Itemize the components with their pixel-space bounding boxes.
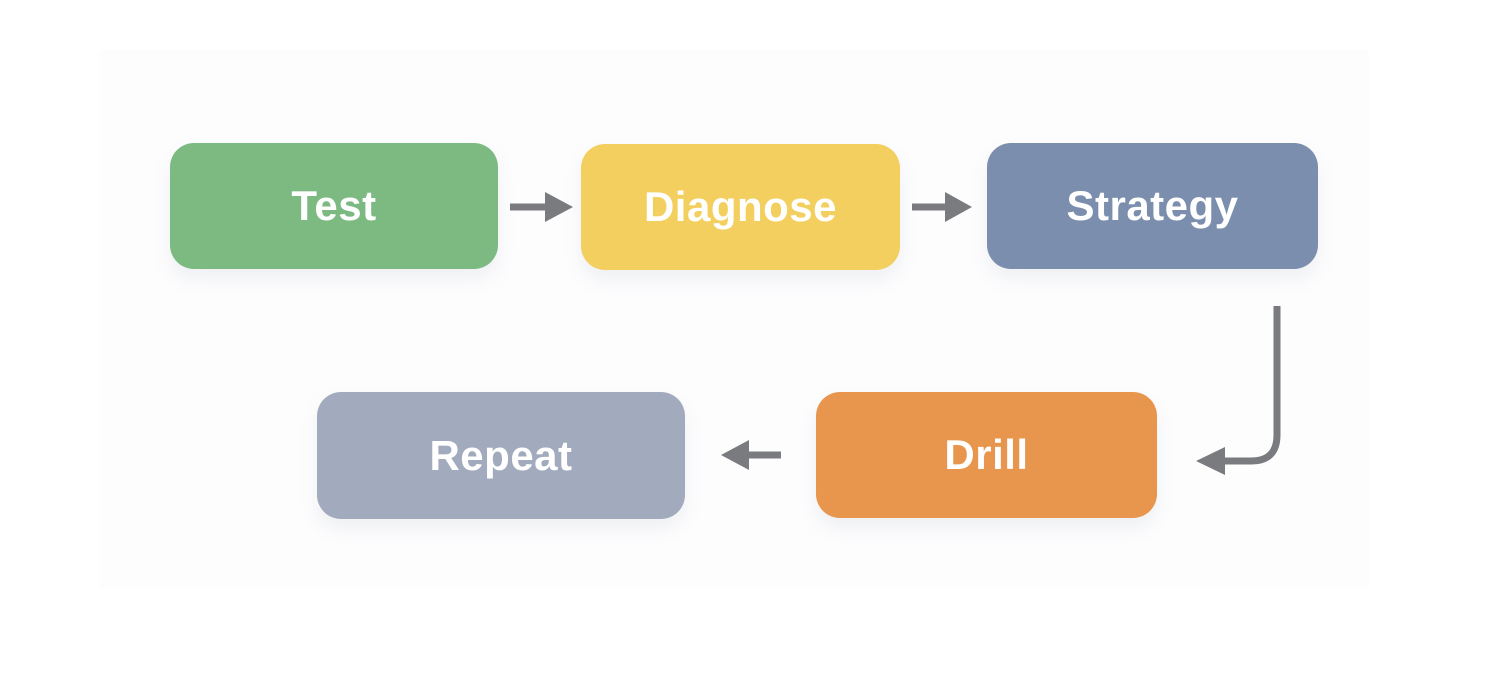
- node-diagnose: Diagnose: [581, 144, 900, 270]
- node-drill: Drill: [816, 392, 1157, 518]
- node-drill-label: Drill: [944, 431, 1029, 478]
- node-test-label: Test: [291, 182, 377, 229]
- node-diagnose-label: Diagnose: [643, 183, 838, 230]
- node-strategy-label: Strategy: [1066, 182, 1239, 229]
- node-strategy: Strategy: [987, 143, 1318, 269]
- node-repeat-label: Repeat: [429, 431, 573, 479]
- node-repeat: Repeat: [317, 392, 685, 519]
- node-test: Test: [170, 143, 498, 269]
- background-panel: [100, 50, 1369, 589]
